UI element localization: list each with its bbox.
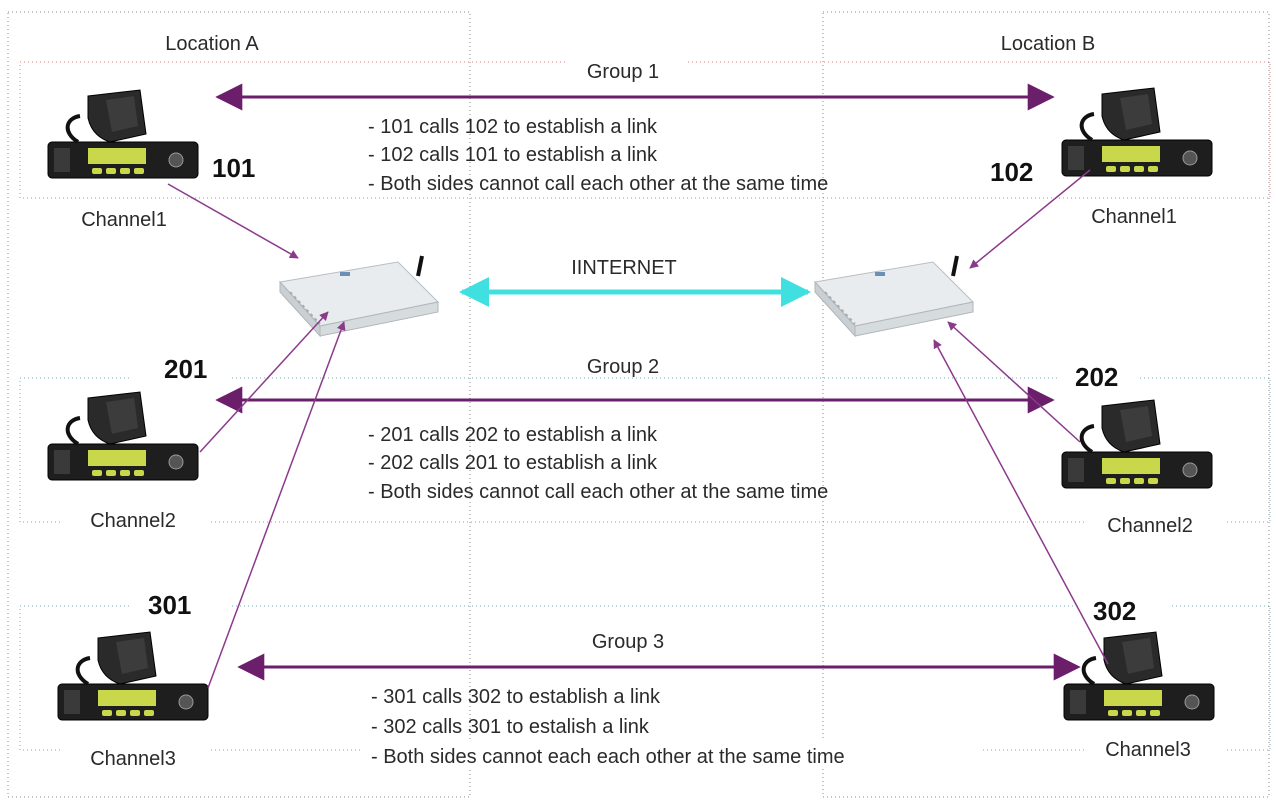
group-2-note-2: - 202 calls 201 to establish a link — [368, 452, 658, 474]
group-3-note-3: - Both sides cannot each each other at t… — [371, 746, 845, 768]
group-3-title: Group 3 — [592, 631, 664, 653]
line-301-to-gateway — [207, 321, 346, 689]
line-202-to-gateway — [947, 321, 1081, 443]
line-302-to-gateway — [933, 339, 1109, 665]
channel-label-202: Channel2 — [1107, 515, 1193, 537]
radio-101-device — [46, 88, 200, 180]
line-201-to-gateway — [199, 311, 329, 453]
line-101-to-gateway — [167, 183, 299, 259]
group-1-note-2: - 102 calls 101 to establish a link — [368, 144, 658, 166]
channel-label-301: Channel3 — [90, 748, 176, 770]
channel-label-302: Channel3 — [1105, 739, 1191, 761]
radio-301-device — [56, 630, 210, 722]
gateway-a-device — [278, 254, 440, 338]
radio-id-301: 301 — [148, 590, 191, 620]
radio-202-device — [1060, 398, 1214, 490]
group-1-note-1: - 101 calls 102 to establish a link — [368, 116, 658, 138]
location-b-frame — [822, 11, 1270, 798]
channel-label-102: Channel1 — [1091, 206, 1177, 228]
radio-102-device — [1060, 86, 1214, 178]
location-b-label: Location B — [1001, 33, 1096, 55]
group-1-note-3: - Both sides cannot call each other at t… — [368, 173, 828, 195]
channel-label-201: Channel2 — [90, 510, 176, 532]
group-2-frame — [19, 377, 1271, 523]
radio-id-101: 101 — [212, 153, 255, 183]
line-102-to-gateway — [969, 169, 1091, 269]
radio-302-device — [1062, 630, 1216, 722]
channel-label-101: Channel1 — [81, 209, 167, 231]
group-3-note-2: - 302 calls 301 to estalish a link — [371, 716, 650, 738]
group-3-frame — [19, 605, 1271, 751]
radio-201-device — [46, 390, 200, 482]
radio-id-302: 302 — [1093, 596, 1136, 626]
group-2-note-3: - Both sides cannot call each other at t… — [368, 481, 828, 503]
location-a-label: Location A — [165, 33, 259, 55]
group-2-title: Group 2 — [587, 356, 659, 378]
group-3-note-1: - 301 calls 302 to establish a link — [371, 686, 661, 708]
group-2-note-1: - 201 calls 202 to establish a link — [368, 424, 658, 446]
radio-id-201: 201 — [164, 354, 207, 384]
group-1-title: Group 1 — [587, 61, 659, 83]
internet-label: IINTERNET — [571, 257, 677, 279]
radio-id-202: 202 — [1075, 362, 1118, 392]
radio-id-102: 102 — [990, 157, 1033, 187]
